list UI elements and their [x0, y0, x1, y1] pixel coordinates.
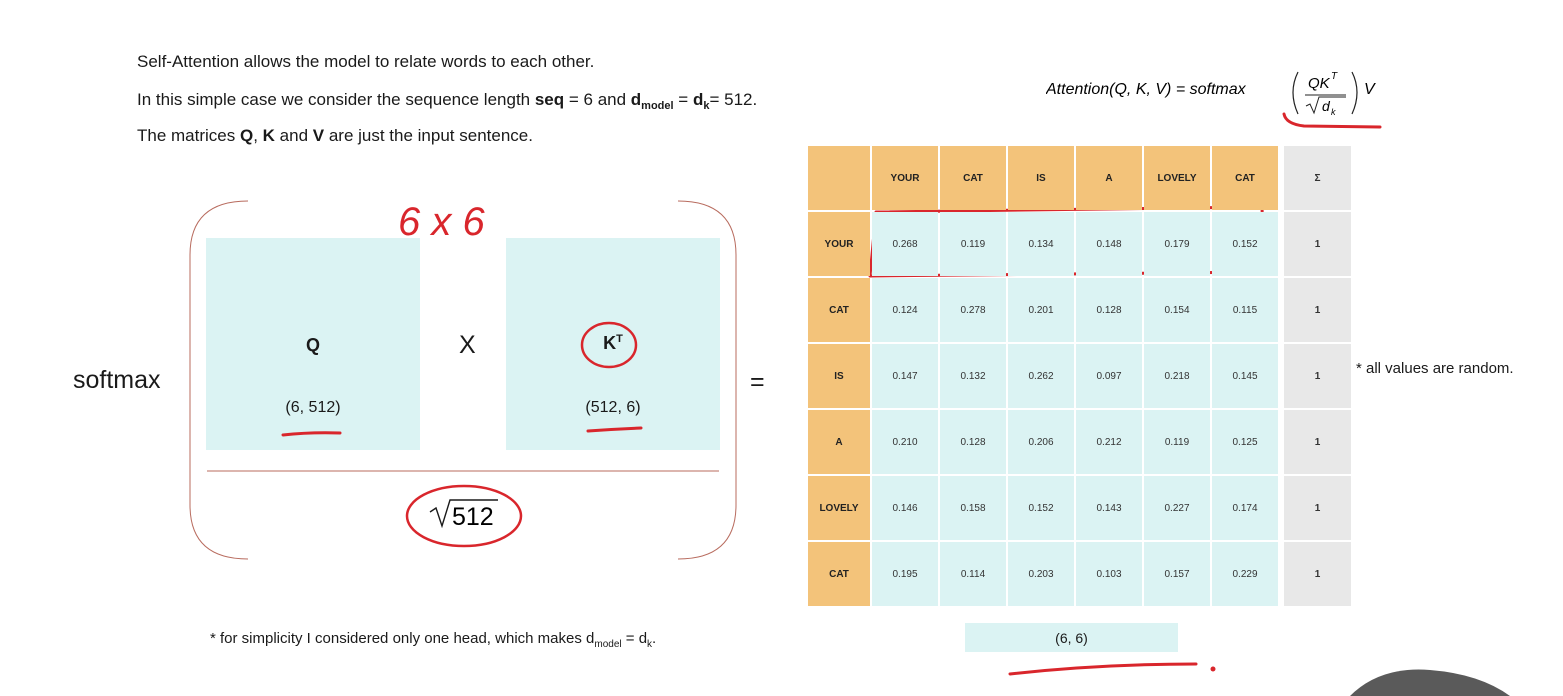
score-cell: 0.148 [1076, 212, 1142, 276]
row-header: LOVELY [808, 476, 870, 540]
score-cell: 0.154 [1144, 278, 1210, 342]
intro-line-2: In this simple case we consider the sequ… [137, 90, 758, 112]
score-cell: 0.157 [1144, 542, 1210, 606]
matrix-q: Q (6, 512) [206, 238, 420, 450]
column-header: CAT [940, 146, 1006, 210]
score-cell: 0.203 [1008, 542, 1074, 606]
note-random-values: * all values are random. [1356, 360, 1514, 377]
annotation-dot [1210, 666, 1216, 672]
score-cell: 0.115 [1212, 278, 1278, 342]
formula-rhs: V [1364, 81, 1376, 98]
intro-line-3: The matrices Q, K and V are just the inp… [137, 126, 533, 145]
row-sum-cell: 1 [1284, 344, 1351, 408]
score-cell: 0.152 [1212, 212, 1278, 276]
column-header: CAT [1212, 146, 1278, 210]
score-cell: 0.179 [1144, 212, 1210, 276]
matrix-q-label: Q [305, 335, 320, 355]
formula-den-k: k [1331, 107, 1336, 117]
formula-sqrt-sign [1305, 96, 1346, 115]
score-cell: 0.103 [1076, 542, 1142, 606]
presenter-silhouette [1350, 669, 1510, 696]
score-cell: 0.210 [872, 410, 938, 474]
score-cell: 0.146 [872, 476, 938, 540]
matrix-k-label: KT [603, 333, 623, 353]
score-cell: 0.119 [940, 212, 1006, 276]
intro-line-1: Self-Attention allows the model to relat… [137, 52, 595, 71]
score-cell: 0.158 [940, 476, 1006, 540]
matrix-k-transpose: KT (512, 6) [506, 238, 720, 450]
row-header: CAT [808, 542, 870, 606]
score-cell: 0.212 [1076, 410, 1142, 474]
formula-den-d: d [1322, 98, 1331, 114]
row-sum-cell: 1 [1284, 278, 1351, 342]
denominator-value: 512 [452, 503, 494, 531]
attention-formula-svg: Attention(Q, K, V) = softmax QK T d k V [1045, 71, 1376, 117]
multiply-sign: X [459, 331, 476, 359]
score-cell: 0.174 [1212, 476, 1278, 540]
score-cell: 0.124 [872, 278, 938, 342]
column-header: A [1076, 146, 1142, 210]
formula-right-paren [1351, 71, 1358, 115]
score-cell: 0.128 [940, 410, 1006, 474]
denominator-sqrt: 512 [429, 499, 498, 531]
row-sum-cell: 1 [1284, 410, 1351, 474]
score-cell: 0.147 [872, 344, 938, 408]
score-cell: 0.114 [940, 542, 1006, 606]
score-cell: 0.218 [1144, 344, 1210, 408]
score-cell: 0.262 [1008, 344, 1074, 408]
attention-formula: Attention(Q, K, V) = softmax QK T d k V [1045, 66, 1386, 126]
column-header: IS [1008, 146, 1074, 210]
underline-result-dims [1008, 662, 1198, 676]
score-cell: 0.206 [1008, 410, 1074, 474]
row-sum-cell: 1 [1284, 476, 1351, 540]
row-header: YOUR [808, 212, 870, 276]
softmax-brackets [189, 200, 737, 560]
grid-corner-cell [808, 146, 870, 210]
score-cell: 0.145 [1212, 344, 1278, 408]
equals-sign: = [750, 368, 765, 396]
sum-header: Σ [1284, 146, 1351, 210]
column-header: YOUR [872, 146, 938, 210]
row-sum-cell: 1 [1284, 542, 1351, 606]
formula-numerator: QK [1308, 75, 1331, 92]
score-cell: 0.195 [872, 542, 938, 606]
matrix-q-dims: (6, 512) [285, 399, 341, 416]
score-cell: 0.152 [1008, 476, 1074, 540]
formula-underline-annotation [1282, 112, 1382, 129]
formula-lhs: Attention(Q, K, V) = softmax [1046, 81, 1247, 98]
score-cell: 0.201 [1008, 278, 1074, 342]
score-cell: 0.268 [872, 212, 938, 276]
column-header: LOVELY [1144, 146, 1210, 210]
score-cell: 0.227 [1144, 476, 1210, 540]
score-cell: 0.229 [1212, 542, 1278, 606]
score-cell: 0.134 [1008, 212, 1074, 276]
softmax-label: softmax [73, 366, 161, 394]
row-header: IS [808, 344, 870, 408]
row-header: CAT [808, 278, 870, 342]
formula-left-paren [1292, 71, 1299, 115]
score-cell: 0.128 [1076, 278, 1142, 342]
formula-numerator-sup: T [1331, 71, 1338, 82]
note-single-head: * for simplicity I considered only one h… [210, 630, 657, 650]
row-sum-cell: 1 [1284, 212, 1351, 276]
row-header: A [808, 410, 870, 474]
result-dims: (6, 6) [965, 623, 1178, 652]
score-cell: 0.278 [940, 278, 1006, 342]
score-cell: 0.097 [1076, 344, 1142, 408]
matrix-k-dims: (512, 6) [585, 399, 641, 416]
score-cell: 0.125 [1212, 410, 1278, 474]
score-cell: 0.143 [1076, 476, 1142, 540]
score-cell: 0.119 [1144, 410, 1210, 474]
score-cell: 0.132 [940, 344, 1006, 408]
